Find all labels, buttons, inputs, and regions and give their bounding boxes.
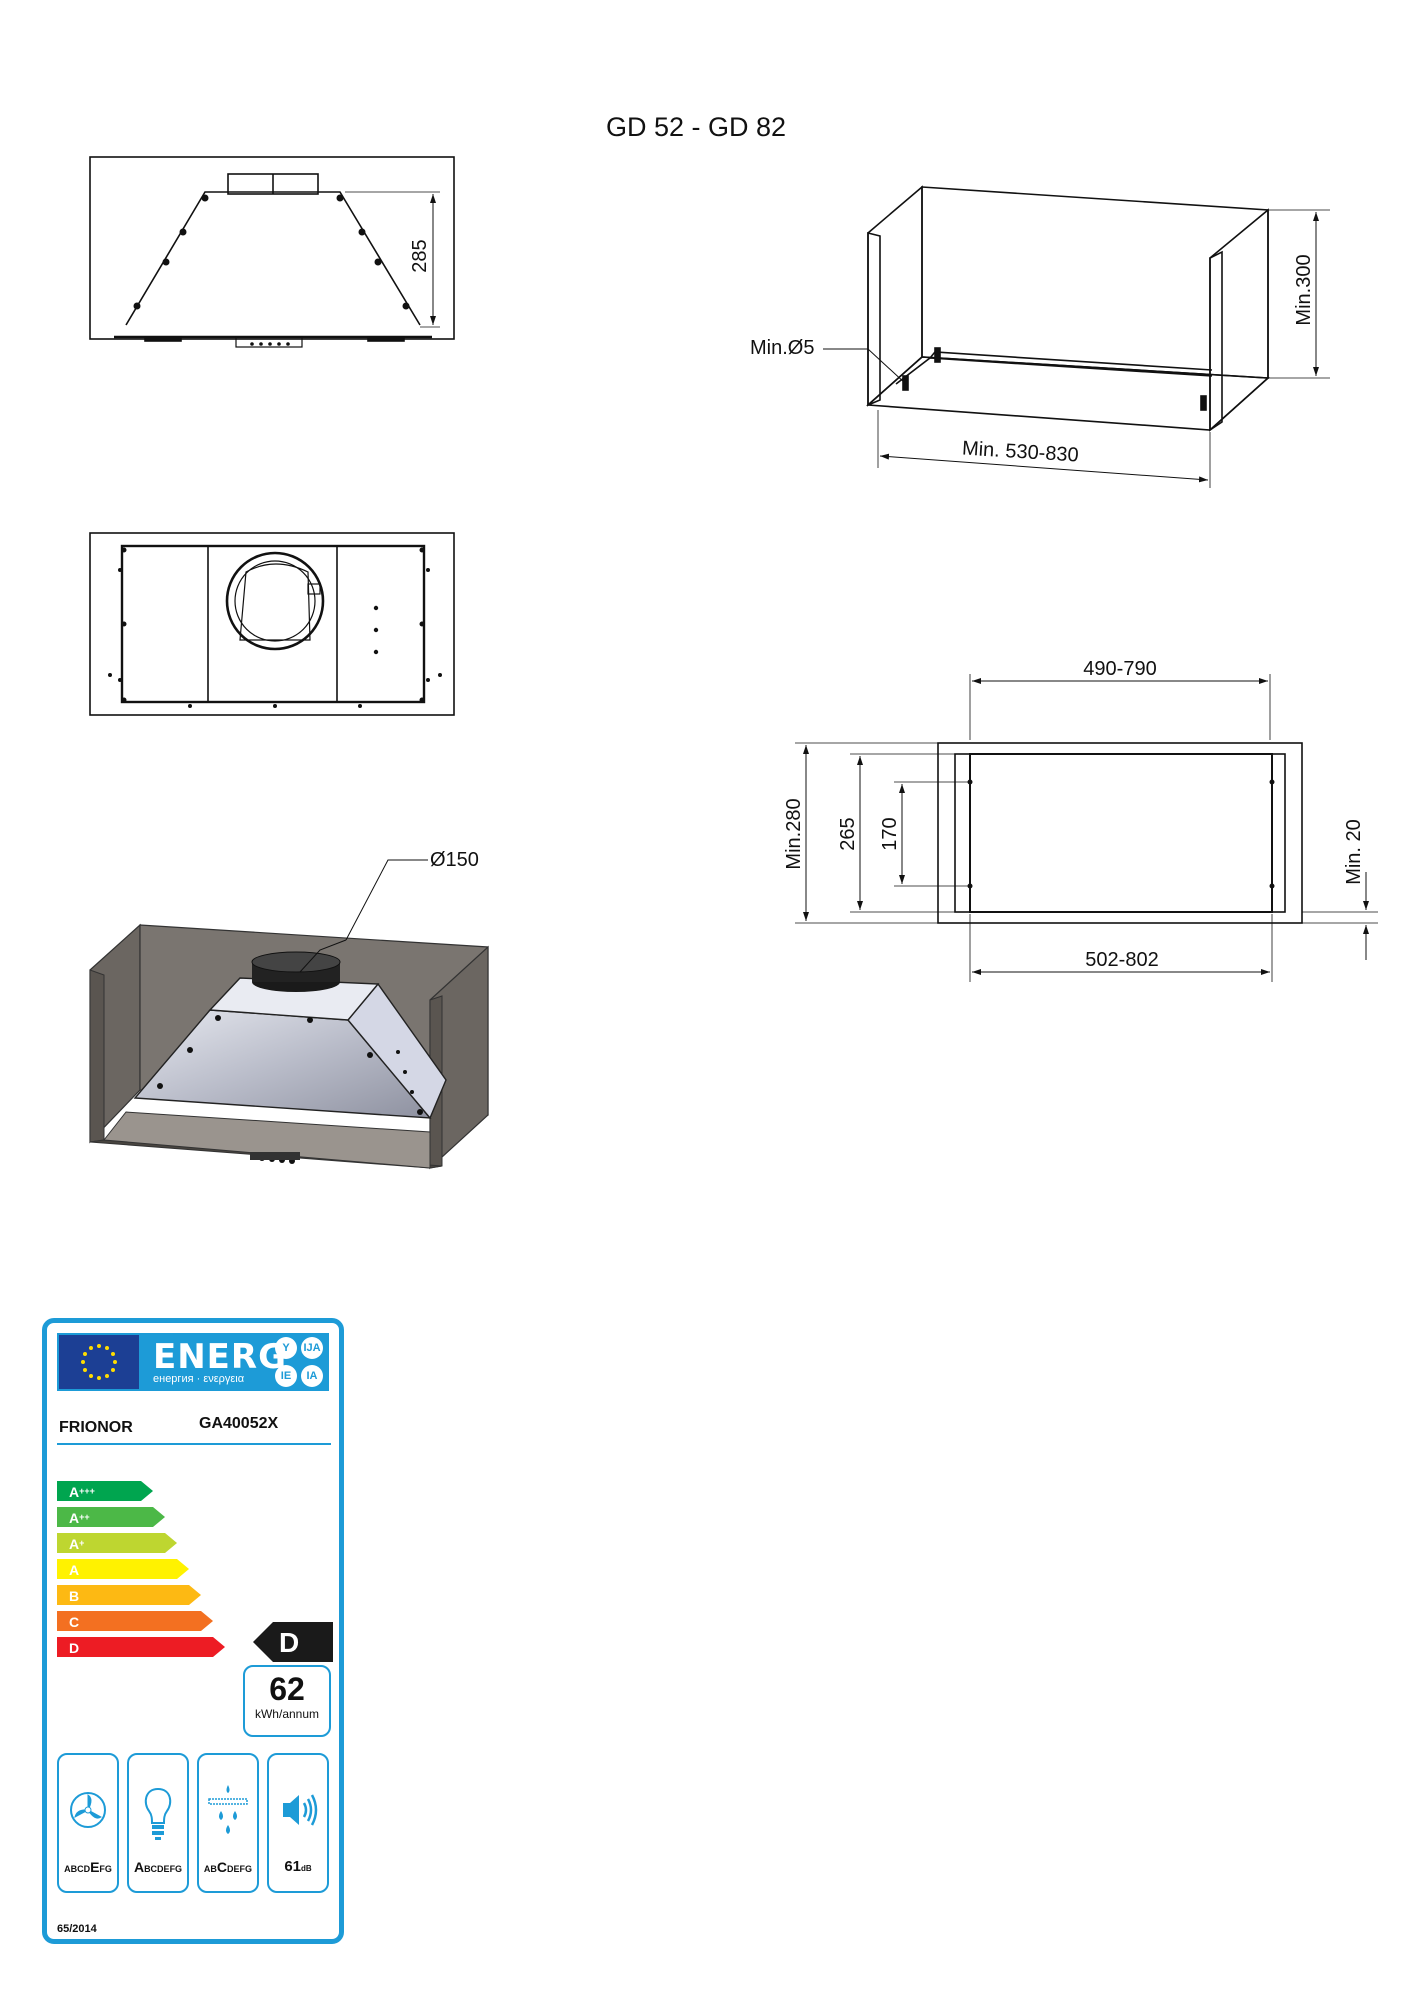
- energy-class-plus: +++: [79, 1486, 95, 1496]
- lang-badge-ia: IA: [301, 1365, 323, 1387]
- lang-badge-ie: IE: [275, 1365, 297, 1387]
- technical-drawings: 285: [89, 156, 1378, 1170]
- cutout-plan-view: [795, 674, 1378, 982]
- dim-duct-diameter: Ø150: [430, 849, 479, 871]
- brand-name: FRIONOR: [59, 1419, 133, 1436]
- dim-cabinet-width-range: Min. 530-830: [961, 437, 1079, 466]
- dim-cutout-width-top: 490-790: [1083, 658, 1156, 680]
- installed-hood-render: [89, 859, 489, 1170]
- brand-divider: [57, 1443, 331, 1445]
- noise-level: 61dB: [284, 1858, 312, 1875]
- energy-class-letter: C: [69, 1614, 80, 1630]
- energy-class-letter: A: [69, 1562, 80, 1578]
- fluid-dynamic-class: ABCDEFG: [64, 1859, 112, 1875]
- current-class-letter: D: [279, 1627, 299, 1658]
- energy-class-plus: ++: [79, 1512, 90, 1522]
- noise-box: 61dB: [267, 1753, 329, 1893]
- energy-class-plus: +: [79, 1538, 85, 1548]
- energy-class-letter: B: [69, 1588, 80, 1604]
- lighting-efficiency-box: ABCDEFG: [127, 1753, 189, 1893]
- dim-min-hole-diameter: Min.Ø5: [750, 337, 814, 359]
- grease-filtering-class: ABCDEFG: [203, 1859, 253, 1875]
- lang-badge-y: Y: [275, 1337, 297, 1359]
- energy-class-bar: B: [57, 1585, 201, 1605]
- energy-class-bar: A+: [57, 1533, 177, 1553]
- annual-energy-value: 62: [269, 1671, 305, 1707]
- bottom-view: [89, 532, 455, 716]
- dim-hole-spacing: 170: [879, 817, 901, 850]
- energy-class-letter: A: [69, 1510, 80, 1526]
- regulation-number: 65/2014: [57, 1923, 97, 1935]
- dim-min-offset: Min. 20: [1343, 819, 1365, 885]
- cabinet-iso-view: [823, 185, 1330, 488]
- grease-filter-icon: [208, 1785, 248, 1834]
- energy-label: ENERG енергия · ενεργεια Y IJA IE IA FRI…: [42, 1318, 344, 1944]
- front-view: [89, 156, 455, 348]
- energy-class-bar: A+++: [57, 1481, 153, 1501]
- dim-cutout-min-depth: Min.280: [783, 798, 805, 869]
- energy-class-bar: A: [57, 1559, 189, 1579]
- dim-hood-height: 285: [409, 239, 431, 272]
- bulb-icon: [144, 1787, 172, 1840]
- eu-flag-icon: [59, 1335, 139, 1389]
- energy-class-bar: A++: [57, 1507, 165, 1527]
- annual-energy-unit: kWh/annum: [254, 1707, 320, 1721]
- model-number: GA40052X: [199, 1415, 279, 1432]
- energy-class-letter: A: [69, 1536, 80, 1552]
- grease-filtering-box: ABCDEFG: [197, 1753, 259, 1893]
- dim-cabinet-min-height: Min.300: [1293, 254, 1315, 325]
- energ-languages: енергия · ενεργεια: [153, 1373, 245, 1385]
- energy-class-letter: A: [69, 1484, 80, 1500]
- current-class-arrow: D: [253, 1622, 333, 1662]
- speaker-icon: [283, 1794, 318, 1826]
- lighting-class: ABCDEFG: [133, 1859, 183, 1875]
- dim-cutout-width-bottom: 502-802: [1085, 949, 1158, 971]
- model-title: GD 52 - GD 82: [606, 112, 787, 142]
- dim-cutout-depth: 265: [837, 817, 859, 850]
- energy-class-letter: D: [69, 1640, 80, 1656]
- lang-badge-ija: IJA: [301, 1337, 323, 1359]
- energy-label-header: ENERG енергия · ενεργεια Y IJA IE IA: [57, 1333, 329, 1391]
- energ-heading: ENERG: [153, 1337, 287, 1377]
- fluid-dynamic-efficiency-box: ABCDEFG: [57, 1753, 119, 1893]
- energy-class-bar: C: [57, 1611, 213, 1631]
- energy-class-bar: D: [57, 1637, 225, 1657]
- fan-icon: [70, 1792, 106, 1828]
- annual-energy-box: 62 kWh/annum: [243, 1665, 331, 1737]
